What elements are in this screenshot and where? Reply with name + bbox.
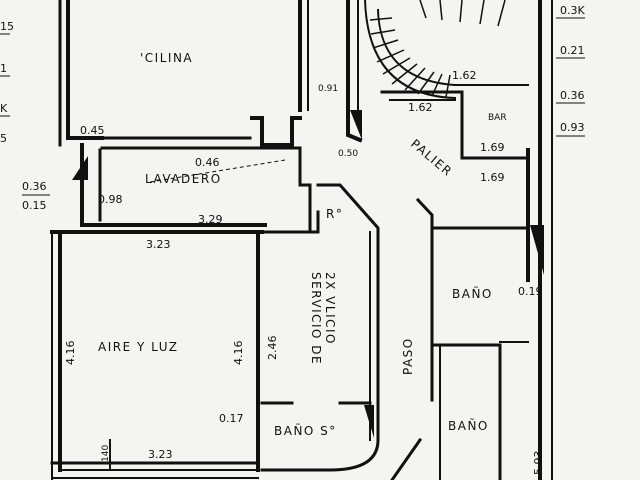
room-label-bano-1: BAÑO (452, 286, 493, 301)
servicio-right (316, 183, 380, 442)
room-label-lavadero: LAVADERO (145, 172, 222, 186)
dimension-label: 3.23 (148, 448, 173, 461)
stair-curve-outer (363, 0, 457, 100)
dimension-ticks (0, 17, 585, 196)
dimension-label: 0.98 (98, 193, 123, 206)
dimension-label: 5 (0, 132, 7, 145)
lavadero-right (298, 146, 312, 234)
dimension-label: 1.62 (408, 101, 433, 114)
stair-treads (369, 0, 506, 98)
dimension-label: 1 (0, 62, 7, 75)
bano1-left (415, 197, 434, 402)
dimension-label: 4.16 (64, 341, 77, 366)
dimension-label: 0.36 (560, 89, 585, 102)
dimension-label: 3.29 (198, 213, 223, 226)
lavadero-dashed (149, 159, 286, 183)
dimension-label: 5.93 (532, 451, 545, 476)
dimension-label: 2.46 (266, 336, 279, 361)
dimension-label: K (0, 102, 8, 115)
dimension-label: 0.36 (22, 180, 47, 193)
lower-door (390, 437, 423, 480)
room-label-paso: PASO (401, 337, 415, 375)
dimension-label: 4.16 (232, 341, 245, 366)
dimension-label: 0.46 (195, 156, 220, 169)
dimension-label: 0.15 (22, 199, 47, 212)
dimension-label: 1.69 (480, 141, 505, 154)
room-label-bano-servicio: BAÑO S° (274, 423, 337, 438)
room-label-r: R° (326, 207, 343, 221)
dimension-label: 15 (0, 20, 14, 33)
dimension-label: 0.21 (560, 44, 585, 57)
dimension-label: 140 (101, 445, 111, 462)
walls (50, 0, 553, 480)
room-label-servicio-2: 2X VLICIO (323, 272, 337, 345)
dimension-labels: 0.45 0.46 0.98 3.29 3.23 3.23 4.16 4.16 … (0, 4, 585, 475)
dimension-label: 0.45 (80, 124, 105, 137)
wall-wedges (72, 110, 544, 438)
dimension-label: 0.91 (318, 84, 338, 94)
kitchen-left-wall (66, 0, 104, 140)
dimension-label: 0.17 (219, 412, 244, 425)
dimension-label: 3.23 (146, 238, 171, 251)
kitchen-pillar (250, 116, 302, 147)
room-label-servicio: SERVICIO DE (309, 272, 323, 365)
room-label-aire-luz: AIRE Y LUZ (98, 340, 179, 354)
room-label-bano-2: BAÑO (448, 418, 489, 433)
dimension-label: 1.69 (480, 171, 505, 184)
dimension-label: 0.93 (560, 121, 585, 134)
dimension-label: 1.62 (452, 69, 477, 82)
bano-s-curve (260, 438, 380, 472)
dimension-label: 0.50 (338, 149, 358, 159)
servicio-top (260, 210, 320, 234)
dimension-label: 0.19 (518, 285, 543, 298)
dimension-label: 0.3K (560, 4, 585, 17)
stair-wall-left (346, 0, 363, 143)
room-label-bar: BAR (488, 113, 507, 123)
room-label-cocina: 'CILINA (140, 51, 193, 65)
